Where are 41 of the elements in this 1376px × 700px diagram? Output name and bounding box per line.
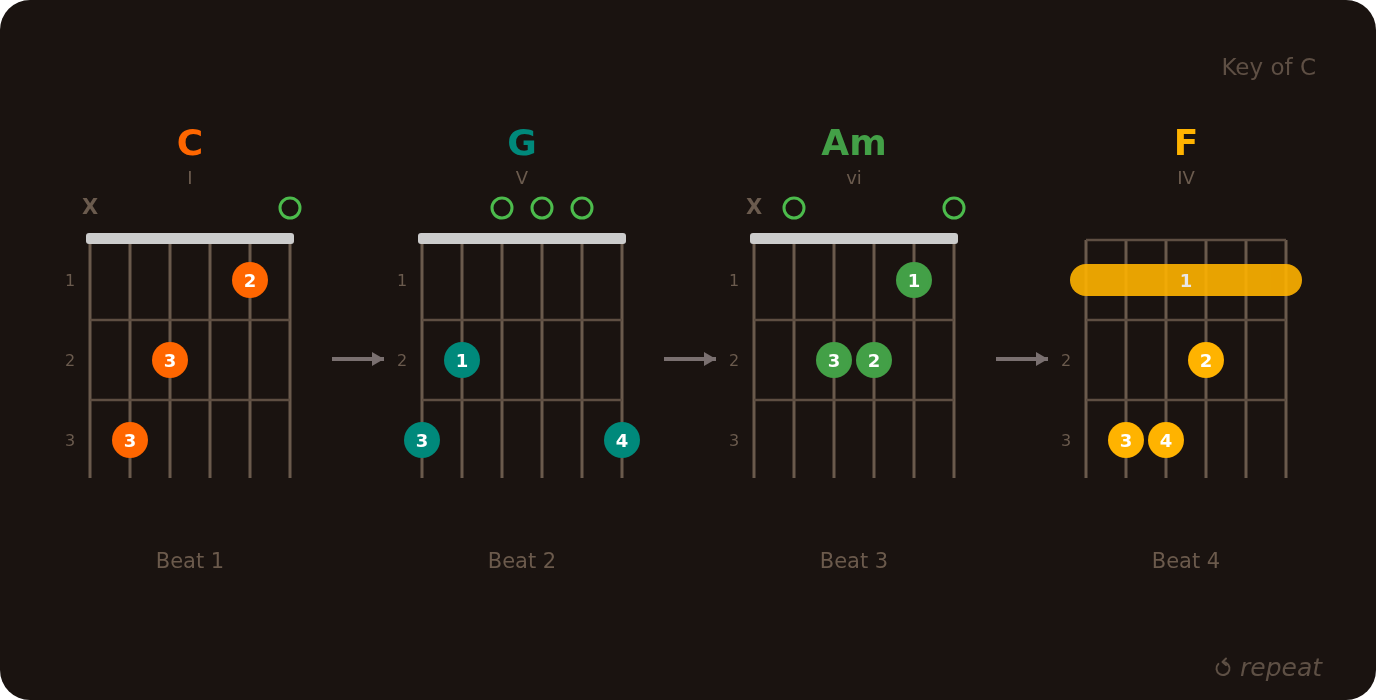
muted-string-mark: X <box>745 196 763 218</box>
fret-number: 3 <box>728 433 740 449</box>
chord-name: C <box>176 125 204 161</box>
fret-number: 3 <box>64 433 76 449</box>
fret-number: 1 <box>64 273 76 289</box>
roman-numeral: vi <box>846 169 862 187</box>
finger-number-marker: 2 <box>856 342 892 378</box>
arrow <box>996 352 1048 366</box>
roman-numeral: I <box>187 169 193 187</box>
beat-label: Beat 2 <box>487 550 557 572</box>
arrow <box>664 352 716 366</box>
beat-label: Beat 3 <box>819 550 889 572</box>
fret-number: 2 <box>64 353 76 369</box>
muted-string-mark: X <box>81 196 99 218</box>
finger-number-marker: 3 <box>1108 422 1144 458</box>
chord-name: Am <box>821 125 887 161</box>
repeat-label: repeat <box>1240 654 1323 680</box>
finger-number-marker: 3 <box>816 342 852 378</box>
fret-number: 3 <box>1060 433 1072 449</box>
finger-number-marker: 4 <box>604 422 640 458</box>
beat-label: Beat 1 <box>155 550 225 572</box>
chord-name: F <box>1173 125 1199 161</box>
fret-number: 2 <box>396 353 408 369</box>
beat-label: Beat 4 <box>1151 550 1221 572</box>
key-label: Key of C <box>1221 55 1316 79</box>
roman-numeral: V <box>515 169 529 187</box>
finger-number-marker: 3 <box>152 342 188 378</box>
finger-number-marker: 1 <box>896 262 932 298</box>
finger-number-marker: 3 <box>404 422 440 458</box>
fret-number: 1 <box>728 273 740 289</box>
finger-number-marker: 1 <box>444 342 480 378</box>
fret-number: 1 <box>396 273 408 289</box>
barre-marker: 1 <box>1070 264 1302 296</box>
fret-number: 2 <box>1060 353 1072 369</box>
roman-numeral: IV <box>1177 169 1195 187</box>
finger-number-marker: 4 <box>1148 422 1184 458</box>
finger-number-marker: 2 <box>1188 342 1224 378</box>
chord-name: G <box>507 125 537 161</box>
finger-number-marker: 2 <box>232 262 268 298</box>
fret-number: 2 <box>728 353 740 369</box>
finger-number-marker: 3 <box>112 422 148 458</box>
